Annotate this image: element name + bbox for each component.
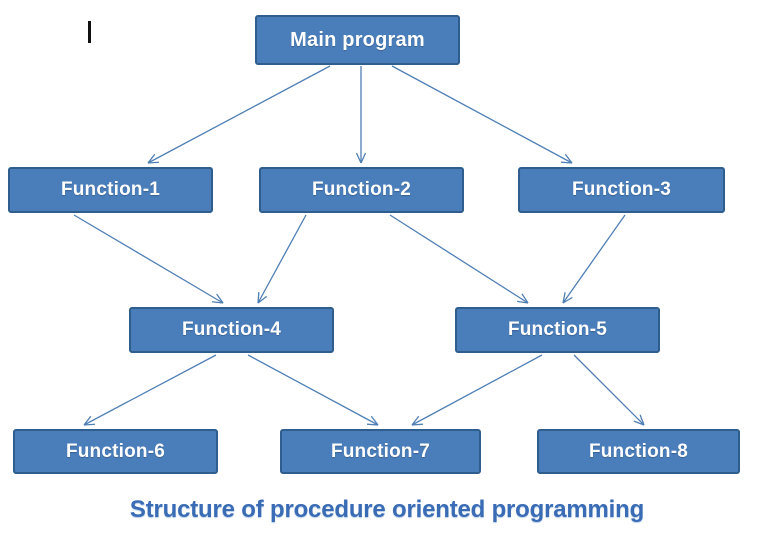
edge-f5-to-f7 [411,354,543,426]
node-function-8[interactable]: Function-8 [537,429,740,474]
node-label: Function-3 [571,179,672,200]
node-label: Function-6 [65,440,166,462]
node-function-6[interactable]: Function-6 [13,429,218,474]
edge-f1-to-f4 [73,214,224,304]
edge-f2-to-f5 [389,214,529,304]
edge-f2-to-f4 [257,214,307,304]
edge-f4-to-f6 [83,354,217,426]
edge-f3-to-f5 [562,214,626,304]
node-function-7[interactable]: Function-7 [280,429,481,474]
node-label: Function-7 [330,440,431,462]
node-function-1[interactable]: Function-1 [8,167,213,213]
node-function-2[interactable]: Function-2 [259,167,464,213]
node-function-4[interactable]: Function-4 [129,307,334,353]
node-label: Main program [290,28,425,51]
edge-f5-to-f8 [573,354,645,426]
node-label: Function-5 [507,319,608,340]
edge-main-to-f3 [391,65,573,164]
node-label: Function-4 [181,319,282,340]
node-function-3[interactable]: Function-3 [518,167,725,213]
node-label: Function-1 [60,179,161,200]
node-main-program[interactable]: Main program [255,15,460,65]
edge-f4-to-f7 [247,354,379,426]
node-label: Function-2 [311,179,412,200]
node-function-5[interactable]: Function-5 [455,307,660,353]
edge-main-to-f2 [355,66,367,164]
edge-main-to-f1 [147,65,331,164]
text-caret [88,21,91,43]
diagram-caption: Structure of procedure oriented programm… [129,496,645,523]
node-label: Function-8 [588,440,689,462]
